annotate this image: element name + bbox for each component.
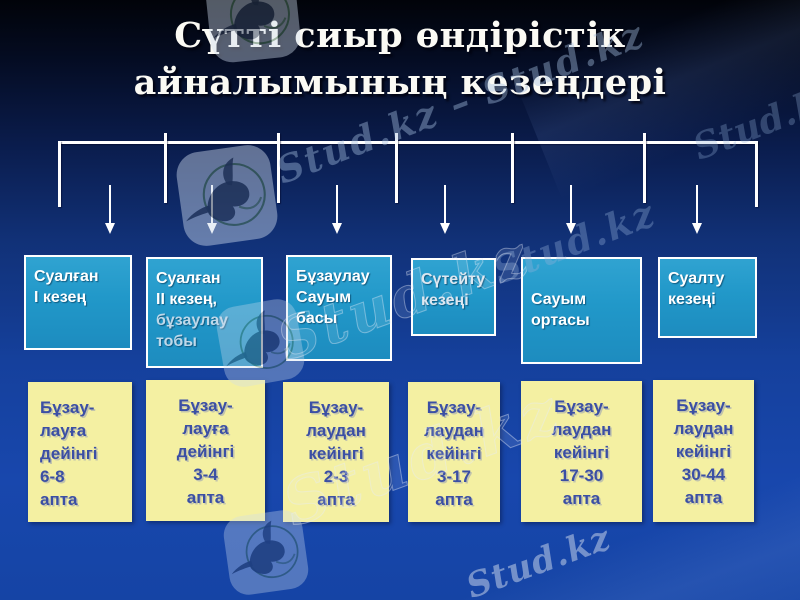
duration-text: Бұзау- лауға дейінгі 6-8 апта (40, 398, 98, 509)
duration-box-5: Бұзау- лаудан кейінгі 17-30 апта (521, 381, 642, 522)
hummingbird-logo-icon (161, 135, 292, 255)
stage-box-1: Суалған І кезең (24, 255, 132, 350)
duration-box-3: Бұзау- лаудан кейінгі 2-3 апта (283, 382, 389, 522)
stage-label-secondary: бұзаулау тобы (156, 312, 229, 350)
down-arrow (109, 185, 111, 224)
bracket-tick (643, 133, 646, 203)
down-arrow (570, 185, 572, 224)
bracket-end-right (755, 141, 758, 207)
stage-box-6: Суалту кезеңі (658, 257, 757, 338)
slide-title-line1: Сүтті сиыр өндірістік (174, 15, 626, 56)
stage-label: Сауым ортасы (531, 291, 590, 329)
slide-title-line2: айналымының кезеңдері (133, 62, 667, 103)
down-arrow (211, 185, 213, 224)
down-arrow (444, 185, 446, 224)
duration-text: Бұзау- лаудан кейінгі 30-44 апта (673, 396, 734, 507)
stage-box-2: Суалған ІІ кезең, бұзаулау тобы (146, 257, 263, 368)
down-arrow-head (332, 223, 342, 234)
stage-box-4: Сүтейту кезеңі (411, 258, 496, 336)
studkz-watermark-bottom: Stud.kz (461, 517, 617, 600)
down-arrow-head (566, 223, 576, 234)
bracket-horizontal-line (58, 141, 758, 144)
duration-box-6: Бұзау- лаудан кейінгі 30-44 апта (653, 380, 754, 522)
down-arrow-head (105, 223, 115, 234)
bracket-tick (395, 133, 398, 203)
down-arrow-head (207, 223, 217, 234)
stage-box-5: Сауым ортасы (521, 257, 642, 364)
down-arrow-head (692, 223, 702, 234)
bracket-end-left (58, 141, 61, 207)
duration-text: Бұзау- лауға дейінгі 3-4 апта (176, 396, 235, 507)
bracket-tick (511, 133, 514, 203)
stage-label: Суалту кезеңі (668, 270, 725, 308)
duration-text: Бұзау- лаудан кейінгі 17-30 апта (551, 397, 612, 508)
down-arrow-head (440, 223, 450, 234)
bracket-tick (277, 133, 280, 203)
down-arrow (336, 185, 338, 224)
bracket-tick (164, 133, 167, 203)
stage-label: Суалған І кезең (34, 268, 99, 306)
stage-label: Суалған ІІ кезең, (156, 270, 221, 308)
duration-box-1: Бұзау- лауға дейінгі 6-8 апта (28, 382, 132, 522)
duration-box-4: Бұзау- лаудан кейінгі 3-17 апта (408, 382, 500, 522)
duration-text: Бұзау- лаудан кейінгі 3-17 апта (424, 398, 484, 509)
slide-title: Сүтті сиыр өндірістік айналымының кезеңд… (0, 12, 800, 106)
stage-label: Сүтейту кезеңі (421, 271, 486, 309)
stage-box-3: Бұзаулау Сауым басы (286, 255, 392, 361)
duration-text: Бұзау- лаудан кейінгі 2-3 апта (306, 398, 366, 509)
down-arrow (696, 185, 698, 224)
duration-box-2: Бұзау- лауға дейінгі 3-4 апта (146, 380, 265, 521)
stage-label: Бұзаулау Сауым басы (296, 268, 370, 327)
